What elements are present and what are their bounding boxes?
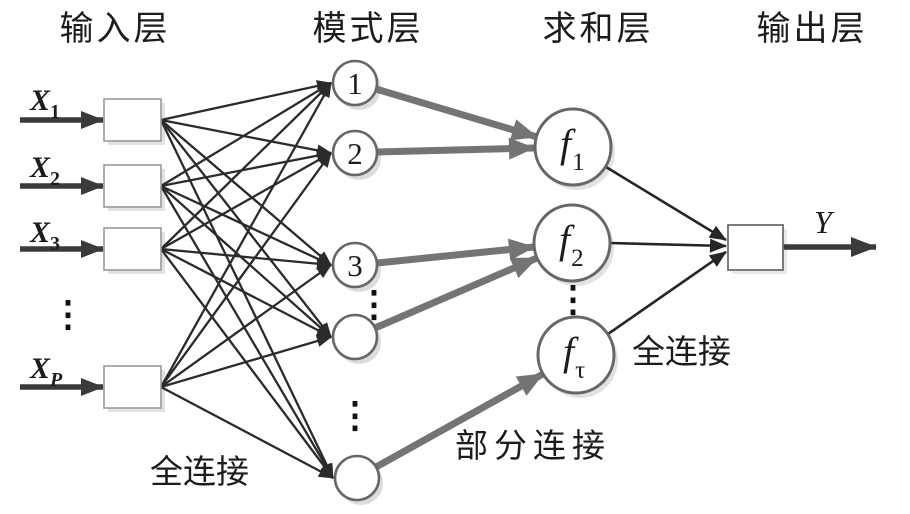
arrow-p5-ftau (374, 370, 545, 471)
label-x1: X1 (29, 84, 60, 123)
title-pattern-layer: 模式层 (313, 10, 424, 48)
arrow-p4-f2 (373, 254, 539, 332)
pattern-node-2-label: 2 (347, 136, 363, 171)
pattern-node-1-label: 1 (347, 66, 363, 101)
pattern-node-2 (331, 129, 379, 177)
input-arrows (20, 111, 104, 396)
ellipsis-summation: ⋮ (555, 279, 591, 319)
pattern-node-4 (331, 313, 379, 361)
label-x2: X2 (29, 151, 60, 190)
annotation-full-connection-input: 全连接 (150, 454, 249, 491)
label-xp: XP (29, 352, 63, 391)
summation-node-f1 (533, 107, 613, 187)
pattern-node-5 (333, 454, 381, 502)
title-summation-layer: 求和层 (543, 11, 654, 48)
input-node-x1 (103, 98, 162, 142)
annotation-partial-connection: 部分连接 (455, 428, 611, 465)
title-output-layer: 输出层 (757, 10, 868, 48)
full-connection-lines (159, 80, 335, 480)
input-node-x3 (103, 227, 162, 271)
arrow-p1-f1 (375, 85, 538, 141)
annotation-full-connection-output: 全连接 (632, 334, 731, 371)
arrow-f2-output (609, 238, 727, 253)
pattern-layer-nodes (331, 59, 381, 502)
arrow-f1-output (605, 165, 727, 242)
label-y: Y (814, 204, 835, 240)
pattern-node-1 (331, 59, 379, 107)
node-shadows (108, 66, 787, 505)
arrow-p3-f2 (376, 238, 535, 267)
arrow-ftau-output (607, 250, 727, 336)
arrow-p2-f1 (376, 137, 535, 160)
label-x3: X3 (29, 216, 60, 255)
ellipsis-input-layer: ⋮ (50, 294, 86, 334)
ellipsis-pattern-upper: ⋮ (356, 284, 392, 324)
output-node (727, 224, 784, 271)
pattern-node-3 (331, 241, 379, 289)
summation-node-f2 (532, 203, 612, 283)
summation-layer-nodes (532, 107, 616, 395)
summation-output-lines (605, 165, 727, 336)
ellipsis-pattern-lower: ⋮ (337, 395, 373, 435)
input-node-xp (103, 365, 162, 409)
summation-node-ftau (536, 315, 616, 395)
title-input-layer: 输入层 (60, 10, 171, 48)
input-node-x2 (103, 164, 162, 208)
input-layer-nodes (103, 98, 162, 409)
pattern-node-3-label: 3 (347, 248, 363, 283)
partial-connection-arrows (373, 85, 545, 471)
